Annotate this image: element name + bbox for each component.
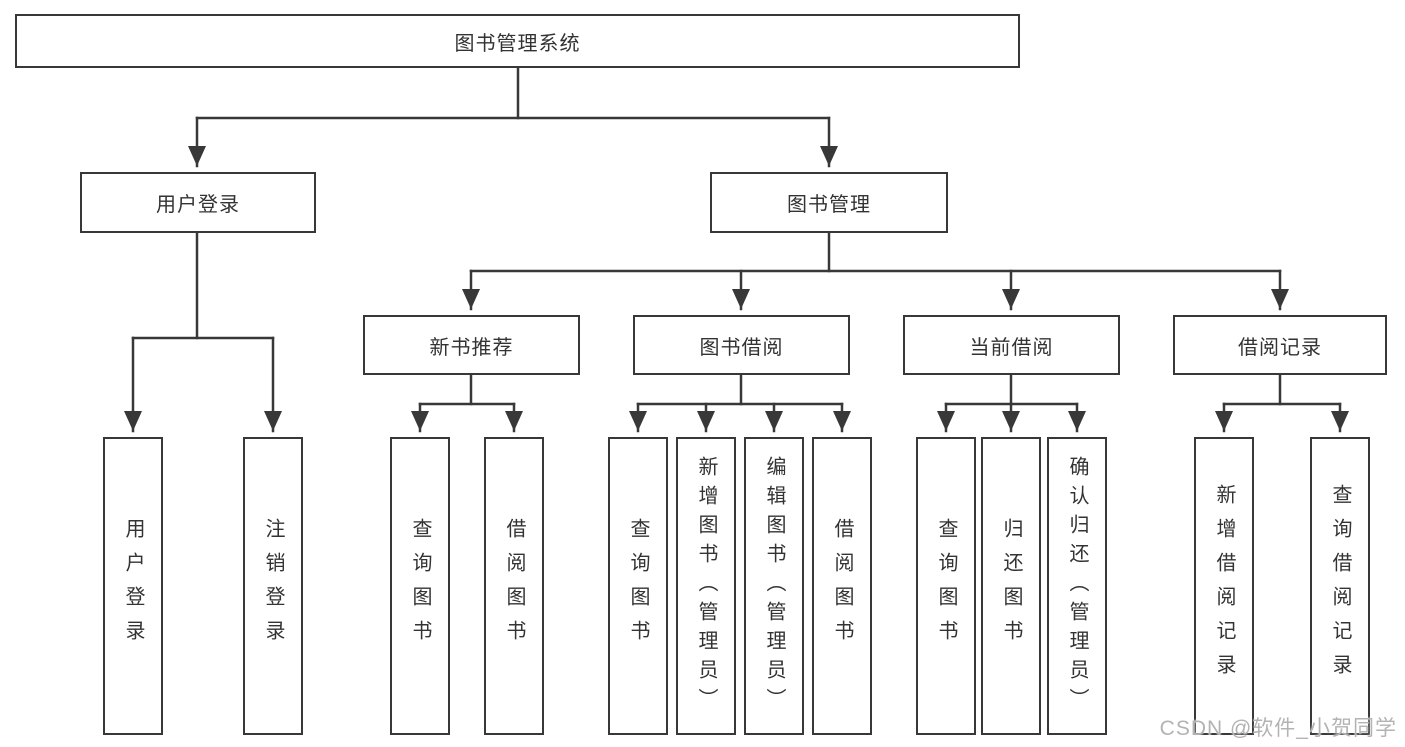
leaf-query-books-current: 查询图书 [916, 437, 976, 735]
node-borrow-records: 借阅记录 [1173, 315, 1387, 375]
leaf-query-books-current-label: 查询图书 [935, 518, 957, 654]
leaf-add-books-admin-label: 新增图书（管理员） [695, 455, 717, 717]
leaf-add-books-admin: 新增图书（管理员） [676, 437, 736, 735]
leaf-add-borrow-record: 新增借阅记录 [1194, 437, 1254, 735]
leaf-user-login: 用户登录 [103, 437, 163, 735]
leaf-query-borrow-record-label: 查询借阅记录 [1329, 484, 1351, 688]
leaf-edit-books-admin: 编辑图书（管理员） [744, 437, 804, 735]
leaf-add-borrow-record-label: 新增借阅记录 [1213, 484, 1235, 688]
node-new-book-recommend: 新书推荐 [363, 315, 580, 375]
leaf-confirm-return-admin: 确认归还（管理员） [1047, 437, 1107, 735]
leaf-user-login-label: 用户登录 [122, 518, 144, 654]
leaf-edit-books-admin-label: 编辑图书（管理员） [763, 455, 785, 717]
leaf-query-books-borrow: 查询图书 [608, 437, 668, 735]
node-current-borrow: 当前借阅 [903, 315, 1120, 375]
csdn-watermark: CSDN @软件_小贺同学 [1159, 717, 1397, 740]
leaf-borrow-books: 借阅图书 [812, 437, 872, 735]
leaf-borrow-books-label: 借阅图书 [831, 518, 853, 654]
leaf-query-books-borrow-label: 查询图书 [627, 518, 649, 654]
node-user-login-group-label: 用户登录 [156, 194, 240, 216]
leaf-query-books-recommend-label: 查询图书 [409, 518, 431, 654]
node-book-management: 图书管理 [710, 172, 948, 233]
node-root-label: 图书管理系统 [454, 32, 581, 55]
leaf-confirm-return-admin-label: 确认归还（管理员） [1066, 455, 1088, 717]
node-root: 图书管理系统 [15, 14, 1020, 68]
node-book-borrow: 图书借阅 [633, 315, 850, 375]
node-user-login-group: 用户登录 [80, 172, 316, 233]
leaf-logout-label: 注销登录 [262, 518, 284, 654]
node-current-borrow-label: 当前借阅 [969, 336, 1054, 359]
node-new-book-recommend-label: 新书推荐 [429, 336, 514, 359]
leaf-borrow-books-recommend: 借阅图书 [484, 437, 544, 735]
leaf-query-books-recommend: 查询图书 [390, 437, 450, 735]
node-book-borrow-label: 图书借阅 [699, 336, 784, 359]
leaf-logout: 注销登录 [243, 437, 303, 735]
node-borrow-records-label: 借阅记录 [1238, 336, 1322, 359]
leaf-return-books: 归还图书 [981, 437, 1041, 735]
leaf-return-books-label: 归还图书 [1000, 518, 1022, 654]
leaf-borrow-books-recommend-label: 借阅图书 [503, 518, 525, 654]
leaf-query-borrow-record: 查询借阅记录 [1310, 437, 1370, 735]
node-book-management-label: 图书管理 [787, 194, 871, 216]
